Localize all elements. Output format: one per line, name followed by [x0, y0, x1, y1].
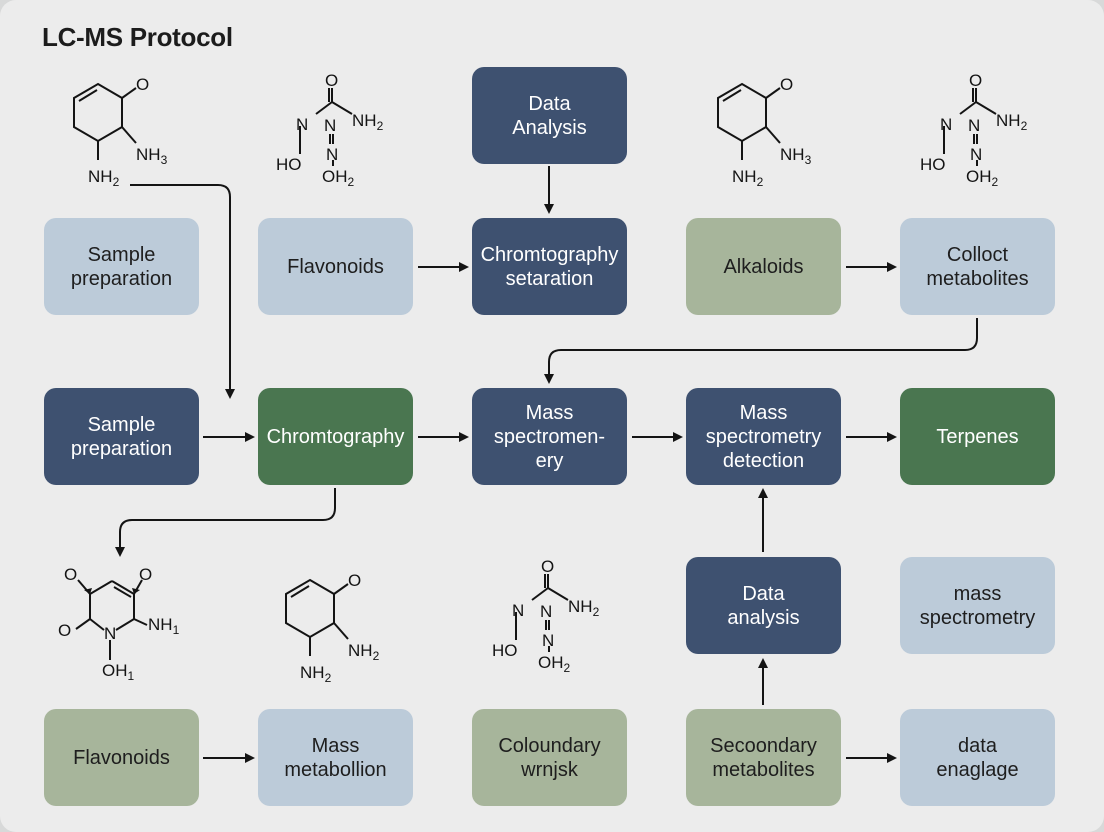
- svg-text:O: O: [136, 75, 149, 94]
- svg-text:O: O: [780, 75, 793, 94]
- node-flavonoids-bottom[interactable]: Flavonoids: [44, 709, 199, 806]
- node-data-analysis-low[interactable]: Data analysis: [686, 557, 841, 654]
- arrow-collect-metabolites-to-mass-spectromenery: [544, 318, 978, 384]
- svg-text:O: O: [58, 621, 71, 640]
- node-sample-preparation-mid[interactable]: Sample preparation: [44, 388, 199, 485]
- molecule-ring-amine-bottom: O NH2 NH2: [285, 571, 380, 685]
- svg-text:HO: HO: [276, 155, 302, 174]
- svg-text:O: O: [325, 71, 338, 90]
- svg-text:NH2: NH2: [568, 597, 600, 619]
- svg-text:N: N: [296, 115, 308, 134]
- node-mass-spectrometry-detection[interactable]: Mass spectrometry detection: [686, 388, 841, 485]
- svg-text:NH2: NH2: [300, 663, 332, 685]
- svg-text:NH3: NH3: [780, 145, 812, 167]
- svg-text:OH2: OH2: [322, 167, 355, 189]
- node-mass-metabollion[interactable]: Mass metabollion: [258, 709, 413, 806]
- svg-text:N: N: [324, 116, 336, 135]
- svg-text:OH2: OH2: [538, 653, 571, 675]
- arrow-nh2-to-chromatography-input: [130, 184, 235, 399]
- node-mass-spectromenery[interactable]: Mass spectromen- ery: [472, 388, 627, 485]
- svg-text:O: O: [139, 565, 152, 584]
- svg-text:N: N: [540, 602, 552, 621]
- node-sample-preparation-top[interactable]: Sample preparation: [44, 218, 199, 315]
- molecule-ring-amine-top-left: O NH3 NH2: [73, 75, 168, 189]
- node-data-enaglage[interactable]: data enaglage: [900, 709, 1055, 806]
- svg-text:N: N: [326, 145, 338, 164]
- svg-text:O: O: [64, 565, 77, 584]
- node-collect-metabolites[interactable]: Colloct metabolites: [900, 218, 1055, 315]
- svg-text:N: N: [104, 624, 116, 643]
- node-mass-spectrometry[interactable]: mass spectrometry: [900, 557, 1055, 654]
- svg-text:OH2: OH2: [966, 167, 999, 189]
- node-alkaloids[interactable]: Alkaloids: [686, 218, 841, 315]
- svg-text:O: O: [969, 71, 982, 90]
- svg-text:N: N: [542, 631, 554, 650]
- molecule-hydrazide-top-middle: O N N N NH2 HO OH2: [276, 71, 384, 189]
- svg-text:NH2: NH2: [348, 641, 380, 663]
- svg-text:NH2: NH2: [352, 111, 384, 133]
- svg-text:O: O: [541, 557, 554, 576]
- arrow-chromatography-to-dione: [115, 488, 336, 557]
- molecule-hydrazide-top-right: O N N N NH2 HO OH2: [920, 71, 1028, 189]
- svg-text:NH2: NH2: [732, 167, 764, 189]
- svg-text:NH2: NH2: [88, 167, 120, 189]
- node-coloundary[interactable]: Coloundary wrnjsk: [472, 709, 627, 806]
- svg-text:N: N: [940, 115, 952, 134]
- svg-text:HO: HO: [920, 155, 946, 174]
- svg-text:OH1: OH1: [102, 661, 135, 683]
- svg-text:NH1: NH1: [148, 615, 180, 637]
- svg-text:O: O: [348, 571, 361, 590]
- svg-text:N: N: [970, 145, 982, 164]
- molecule-hydrazide-bottom-middle: O N N N NH2 HO OH2: [492, 557, 600, 675]
- node-chromatography-separation[interactable]: Chromtography setaration: [472, 218, 627, 315]
- node-terpenes[interactable]: Terpenes: [900, 388, 1055, 485]
- molecule-dione-bottom-left: O O O N NH1 OH1: [58, 565, 180, 683]
- node-secondary-metabolites[interactable]: Secoondary metabolites: [686, 709, 841, 806]
- node-data-analysis-top[interactable]: Data Analysis: [472, 67, 627, 164]
- node-flavonoids-top[interactable]: Flavonoids: [258, 218, 413, 315]
- svg-text:N: N: [968, 116, 980, 135]
- page-title: LC-MS Protocol: [42, 22, 233, 52]
- svg-text:NH2: NH2: [996, 111, 1028, 133]
- svg-text:NH3: NH3: [136, 145, 168, 167]
- svg-text:HO: HO: [492, 641, 518, 660]
- molecule-ring-amine-top-right: O NH3 NH2: [717, 75, 812, 189]
- node-chromatography[interactable]: Chromtography: [258, 388, 413, 485]
- svg-text:N: N: [512, 601, 524, 620]
